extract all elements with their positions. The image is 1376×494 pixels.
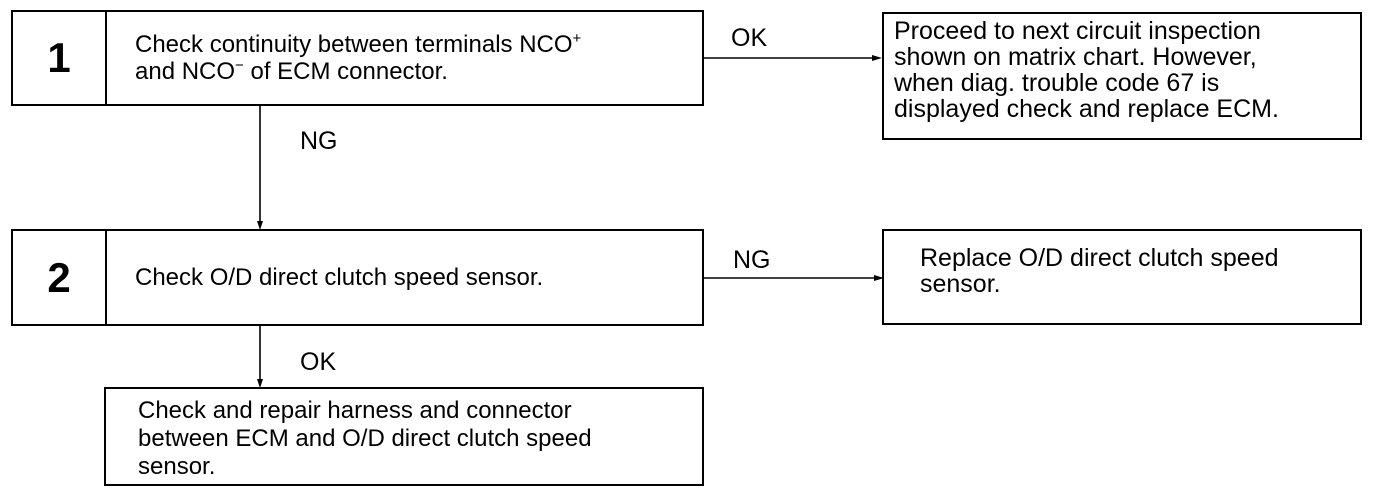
result-line: when diag. trouble code 67 is — [894, 69, 1220, 97]
result-line: Proceed to next circuit inspection — [894, 17, 1261, 45]
step-2-text: Check O/D direct clutch speed sensor. — [135, 264, 544, 291]
step-2-ok-result-box: Check and repair harness and connector b… — [104, 387, 704, 486]
step-1-ng-label: NG — [300, 127, 338, 155]
step-2-ng-result-box: Replace O/D direct clutch speed sensor. — [882, 229, 1362, 325]
arrowhead-step1-ng — [257, 221, 263, 230]
step-2-number: 2 — [13, 231, 107, 324]
step-1-text-line1: Check continuity between terminals NCO+ — [135, 30, 582, 58]
step-1-text: Check continuity between terminals NCO+ … — [107, 12, 581, 104]
result-line: displayed check and replace ECM. — [894, 95, 1279, 123]
result-line: Check and repair harness and connector — [138, 397, 572, 424]
step-1-text-line2: and NCO− of ECM connector. — [135, 57, 448, 85]
step-1-ok-label: OK — [731, 24, 768, 52]
result-line: sensor. — [138, 453, 216, 480]
step-1-number: 1 — [13, 12, 107, 104]
result-line: between ECM and O/D direct clutch speed — [138, 425, 592, 452]
step-2-ok-label: OK — [300, 348, 337, 376]
step-1-ok-result-box: Proceed to next circuit inspection shown… — [882, 12, 1362, 140]
result-line: shown on matrix chart. However, — [894, 43, 1257, 71]
step-2-ng-label: NG — [733, 246, 771, 274]
arrowhead-step2-ng — [874, 275, 884, 281]
step-2-box: 2 Check O/D direct clutch speed sensor. — [11, 229, 704, 326]
step-1-box: 1 Check continuity between terminals NCO… — [11, 10, 704, 106]
result-line: sensor. — [920, 270, 1001, 298]
arrowhead-step2-ok — [257, 379, 263, 388]
result-line: Replace O/D direct clutch speed — [920, 244, 1279, 272]
arrowhead-step1-ok — [872, 55, 882, 61]
